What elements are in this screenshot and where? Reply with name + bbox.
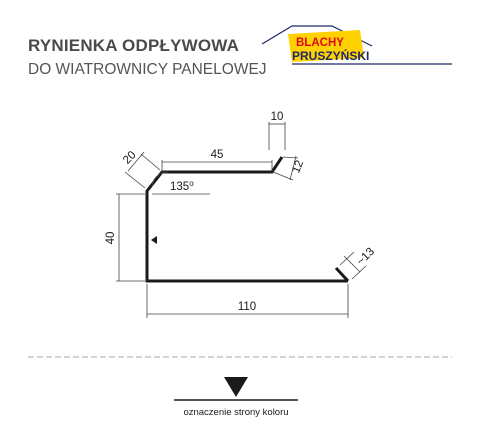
- logo-text-pruszynski: PRUSZYŃSKI: [292, 48, 369, 63]
- dimension-lines: [116, 122, 367, 318]
- gutter-profile: [145, 156, 350, 283]
- color-side-legend: oznaczenie strony koloru: [174, 377, 298, 418]
- product-title: RYNIENKA ODPŁYWOWA: [28, 36, 240, 55]
- legend-caption: oznaczenie strony koloru: [183, 407, 288, 418]
- product-subtitle: DO WIATROWNICY PANELOWEJ: [28, 61, 267, 78]
- dim-label-110: 110: [238, 301, 256, 313]
- dim-label-13: ~13: [355, 246, 377, 268]
- legend-triangle-icon: [224, 377, 248, 397]
- company-logo: BLACHY PRUSZYŃSKI: [261, 25, 452, 65]
- profile-outline: [145, 156, 350, 283]
- logo-text-blachy: BLACHY: [296, 37, 344, 49]
- logo-yellow-panel: [288, 30, 364, 62]
- dim-label-20: 20: [121, 149, 139, 167]
- dim-label-45: 45: [211, 149, 224, 161]
- color-side-marker-icon: [151, 236, 157, 244]
- dim-label-40: 40: [105, 232, 117, 245]
- dim-label-12: 12: [290, 159, 306, 175]
- dim-label-10: 10: [271, 111, 284, 123]
- angle-label: 135o: [170, 179, 194, 193]
